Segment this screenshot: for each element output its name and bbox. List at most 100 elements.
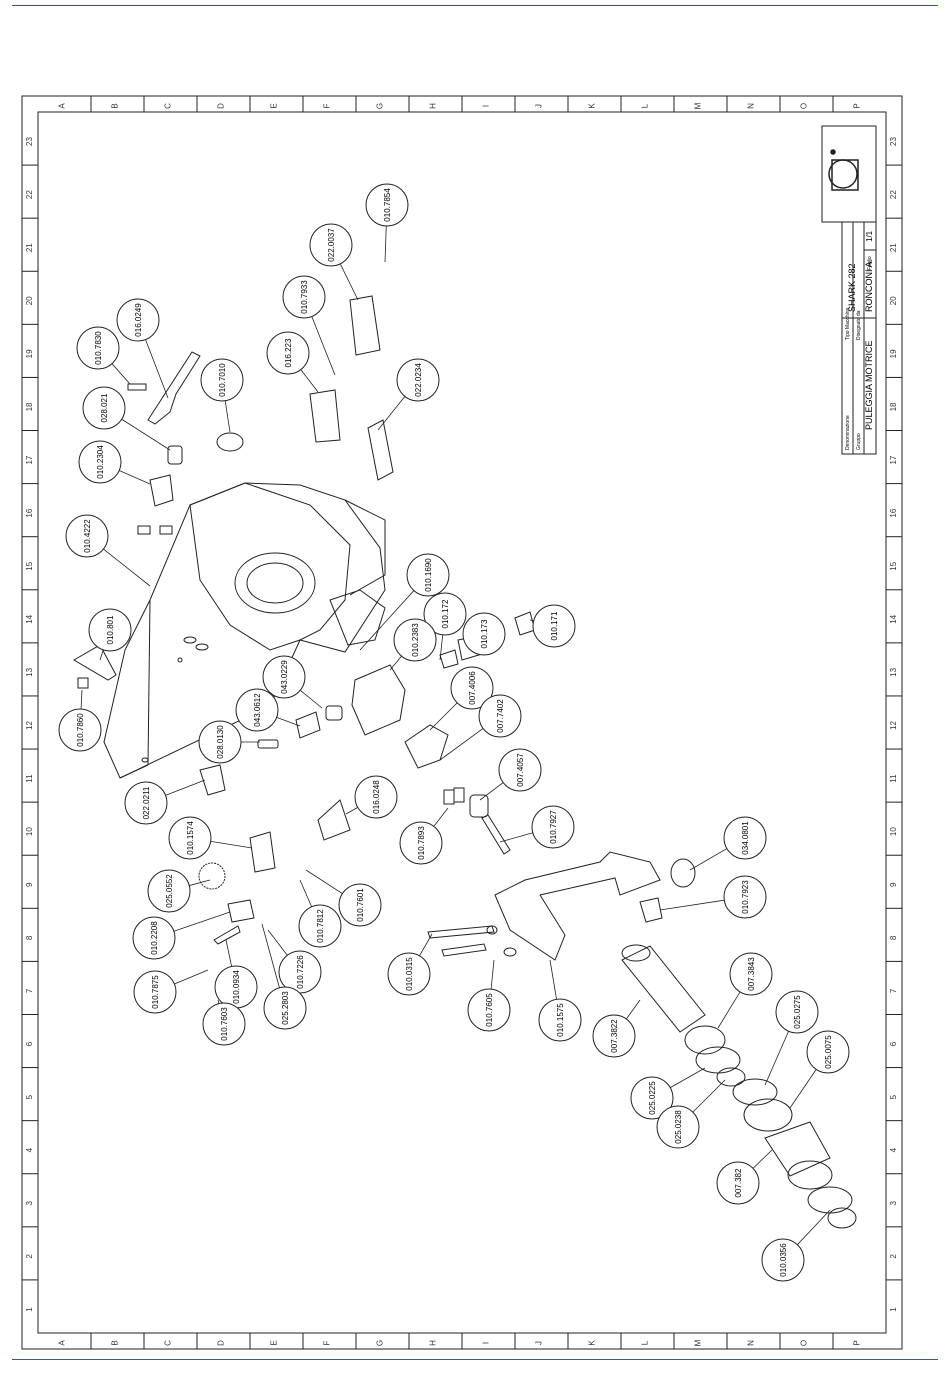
part-code: 010.7927: [549, 810, 558, 844]
callout-circle: [82, 386, 126, 430]
part-callout: 016.0249: [116, 298, 169, 399]
callout-leader: [689, 848, 728, 871]
grid-row-label: 20: [889, 296, 898, 305]
callout-circle: [365, 183, 409, 227]
part-code: 007.4006: [468, 671, 477, 705]
part-callout: 007.4006: [429, 666, 494, 731]
callout-leader: [311, 316, 336, 376]
grid-column-label: L: [641, 1340, 650, 1345]
housing-body: [103, 482, 386, 779]
callout-circle: [132, 916, 176, 960]
grid-column-label: L: [641, 103, 650, 108]
part-callout: 022.0234: [377, 358, 440, 431]
title-denominazione: PULEGGIA MOTRICE: [864, 340, 874, 430]
grid-column-label: G: [376, 103, 385, 109]
part-code: 010.0356: [779, 1243, 788, 1277]
grid-column-label: A: [58, 1340, 67, 1346]
part-code: 028.021: [100, 393, 109, 422]
grid-row-label: 11: [25, 774, 34, 783]
callout-circle: [399, 821, 443, 865]
housing-side: [147, 599, 151, 766]
callout-circle: [78, 440, 122, 484]
grid-column-label: H: [429, 103, 438, 109]
part-code: 010.0934: [232, 970, 241, 1004]
callout-circle: [147, 869, 191, 913]
callout-circle: [761, 1238, 805, 1282]
part-code: 010.7893: [417, 826, 426, 860]
grid-column-label: A: [58, 103, 67, 109]
bottom-rule: [12, 1359, 938, 1360]
callout-leader: [499, 832, 533, 843]
part-callout: 010.2383: [389, 618, 437, 671]
callout-leader: [797, 1209, 831, 1245]
grid-row-label: 12: [889, 721, 898, 730]
part-callout: 010.1574: [168, 816, 253, 860]
grid-row-label: 15: [889, 561, 898, 570]
callout-leader: [389, 655, 402, 671]
callout-circle: [262, 655, 306, 699]
grid-row-label: 8: [25, 935, 34, 940]
part-code: 010.7860: [76, 713, 85, 747]
callout-leader: [789, 1069, 817, 1109]
callout-leader: [173, 911, 231, 932]
callout-leader: [80, 689, 83, 710]
grid-column-label: M: [694, 102, 703, 109]
callout-circle: [406, 553, 450, 597]
grid-row-label: 11: [889, 774, 898, 783]
part-code: 010.7010: [218, 363, 227, 397]
callout-leader: [529, 619, 534, 622]
part-code: 010.7603: [220, 1007, 229, 1041]
part-code: 010.7933: [300, 280, 309, 314]
callout-leader: [210, 840, 253, 849]
callout-circle: [396, 358, 440, 402]
housing-flange: [189, 482, 351, 651]
part-callout: 010.7601: [305, 869, 382, 927]
callout-circle: [198, 720, 242, 764]
callout-leader: [224, 400, 231, 433]
callout-circle: [309, 223, 353, 267]
callout-circle: [282, 275, 326, 319]
part-callout: 034.0801: [689, 816, 767, 871]
callout-circle: [450, 666, 494, 710]
part-callout: 010.172: [423, 592, 467, 661]
part-callout: 043.0612: [235, 688, 301, 732]
grid-row-label: 7: [25, 988, 34, 993]
grid-column-label: M: [694, 1339, 703, 1346]
callout-circle: [656, 1105, 700, 1149]
grid-column-label: D: [217, 1340, 226, 1346]
title-macchina-label: Tipo Macchina: [845, 307, 851, 340]
part-code: 025.0075: [824, 1035, 833, 1069]
part-code: 007.3822: [610, 1019, 619, 1053]
grid-row-label: 15: [25, 561, 34, 570]
part-code: 010.171: [550, 611, 559, 640]
part-callout: 022.0037: [309, 223, 359, 301]
grid-row-label: 4: [25, 1147, 34, 1152]
grid-column-label: I: [482, 1342, 491, 1344]
part-callout: 007.7402: [439, 694, 522, 761]
grid-column-label: B: [111, 103, 120, 108]
callout-circle: [538, 998, 582, 1042]
grid-row-label: 10: [889, 827, 898, 836]
grid-column-label: I: [482, 105, 491, 107]
callout-circle: [716, 1161, 760, 1205]
grid-row-label: 14: [25, 614, 34, 623]
grid-column-label: K: [588, 103, 597, 109]
callout-circle: [478, 694, 522, 738]
callout-leader: [625, 999, 641, 1020]
part-callout: 010.2208: [132, 911, 231, 960]
part-callout: 010.4222: [65, 514, 151, 587]
part-code: 007.3843: [747, 957, 756, 991]
housing-bore-inner: [246, 562, 304, 604]
part-code: 010.172: [441, 599, 450, 628]
callout-leader: [261, 923, 280, 988]
callout-leader: [299, 879, 312, 907]
part-code: 025.0552: [165, 874, 174, 908]
grid-row-label: 12: [25, 721, 34, 730]
callout-circle: [387, 952, 431, 996]
callout-circle: [200, 358, 244, 402]
title-macchina: SHARK 282: [847, 263, 857, 312]
title-disegnato-label: Disegnato da: [856, 310, 862, 340]
callout-leader: [479, 782, 504, 801]
callout-circle: [723, 875, 767, 919]
